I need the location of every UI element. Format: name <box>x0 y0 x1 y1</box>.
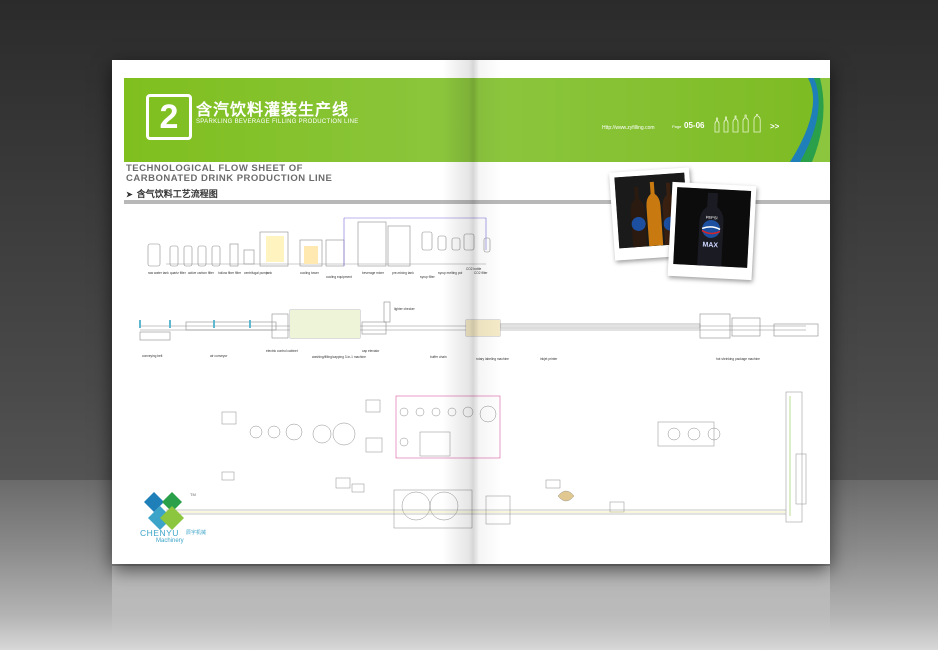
label-shrinking-machine: hot shrinking package machine <box>716 357 760 361</box>
label-syrup-melting: syrup melting pot <box>438 271 462 275</box>
flow-sheet-heading-cn: ➤含气饮料工艺流程图 <box>126 187 218 200</box>
chenyu-logo-icon <box>144 492 184 530</box>
product-photo-pepsi-max: MAX PEPSI <box>667 181 757 281</box>
page-title: 含汽饮料灌装生产线 <box>196 102 350 119</box>
connection-line-purple <box>343 217 487 266</box>
divider-bar <box>124 200 830 204</box>
labeler-highlight <box>466 320 500 336</box>
label-co2-bottle: CO2 bottle <box>466 267 481 271</box>
tank-fill-yellow <box>266 236 284 262</box>
bottle-outlines-icon <box>714 114 761 133</box>
page-numbers: 05-06 <box>684 121 705 130</box>
label-cap-elevator: cap elevator <box>362 349 380 353</box>
label-quartz-filter: quartz filter <box>170 271 187 275</box>
label-centrifugal-pump: centrifugal pump <box>244 271 268 275</box>
label-beverage-mixer: beverage mixer <box>362 271 385 275</box>
label-inkjet-printer: inkjet printer <box>540 357 558 361</box>
brochure-spread: 2 含汽饮料灌装生产线 SPARKLING BEVERAGE FILLING P… <box>112 60 830 564</box>
header-banner: 2 含汽饮料灌装生产线 SPARKLING BEVERAGE FILLING P… <box>124 78 830 162</box>
website-link[interactable]: Http://www.zyfilling.com <box>602 125 655 131</box>
logo-company-name: CHENYU <box>140 528 179 538</box>
section-number-badge: 2 <box>146 94 192 140</box>
page-subtitle: SPARKLING BEVERAGE FILLING PRODUCTION LI… <box>196 119 359 125</box>
logo-company-name-cn: 辰宇机械 <box>186 530 207 536</box>
heading-line-1: TECHNOLOGICAL FLOW SHEET OF <box>126 163 303 174</box>
label-cooling-equipment: cooling equipment <box>326 275 352 279</box>
banner-swoosh-icon <box>790 78 830 162</box>
heading-cn-text: 含气饮料工艺流程图 <box>136 189 218 199</box>
label-lighter-checker: lighter checker <box>394 307 416 311</box>
label-pre-mixing: pre-mixing tank <box>392 271 414 275</box>
next-arrows-icon[interactable]: >> <box>770 122 780 131</box>
diagram-labels-middle: conveying belt air conveyor electric con… <box>142 349 760 361</box>
capping-area-outline <box>395 395 501 459</box>
brochure-reflection <box>112 566 830 636</box>
pepsi-brand-text: PEPSI <box>706 215 718 221</box>
label-raw-water: raw water tank <box>148 271 169 275</box>
filler-highlight <box>290 310 360 338</box>
logo-trademark: TM <box>190 492 196 497</box>
label-hollow-filter: hollow fiber filter <box>218 271 242 275</box>
tank-fill-orange <box>304 246 318 264</box>
label-cooling-tower: cooling tower <box>300 271 320 275</box>
label-buffer-chain: buffer chain <box>430 355 447 359</box>
flow-sheet-heading: TECHNOLOGICAL FLOW SHEET OF CARBONATED D… <box>126 164 332 184</box>
bullet-arrow-icon: ➤ <box>126 190 133 199</box>
label-carbon-filter: active carbon filter <box>188 271 215 275</box>
heading-line-2: CARBONATED DRINK PRODUCTION LINE <box>126 173 333 184</box>
air-conveyor-fans <box>139 320 251 328</box>
page-label: Page <box>672 124 682 129</box>
logo-company-subtitle: Machinery <box>156 538 184 544</box>
labeler-plan-view <box>557 490 575 502</box>
label-conveying-belt: conveying belt <box>142 354 162 358</box>
label-air-conveyor: air conveyor <box>210 354 228 358</box>
label-syrup-filter: syrup filter <box>420 275 436 279</box>
label-co2-filter: CO2 filter <box>474 271 488 275</box>
label-electric-cabinet: electric control cabinet <box>266 349 298 353</box>
flow-sheet-diagram: raw water tank quartz filter active carb… <box>139 217 819 529</box>
plan-view-layout <box>166 391 807 529</box>
label-washing-filling: washing/filling/capping 3-in-1 machine <box>312 355 366 359</box>
diagram-labels-top: raw water tank quartz filter active carb… <box>148 267 488 311</box>
label-rotary-labeling: rotary labeling machine <box>476 357 509 361</box>
pepsi-max-bottle-image: MAX PEPSI <box>673 187 752 268</box>
water-treatment-equipment <box>147 221 491 267</box>
pepsi-max-text: MAX <box>702 242 718 250</box>
label-tank: tank <box>266 271 272 275</box>
